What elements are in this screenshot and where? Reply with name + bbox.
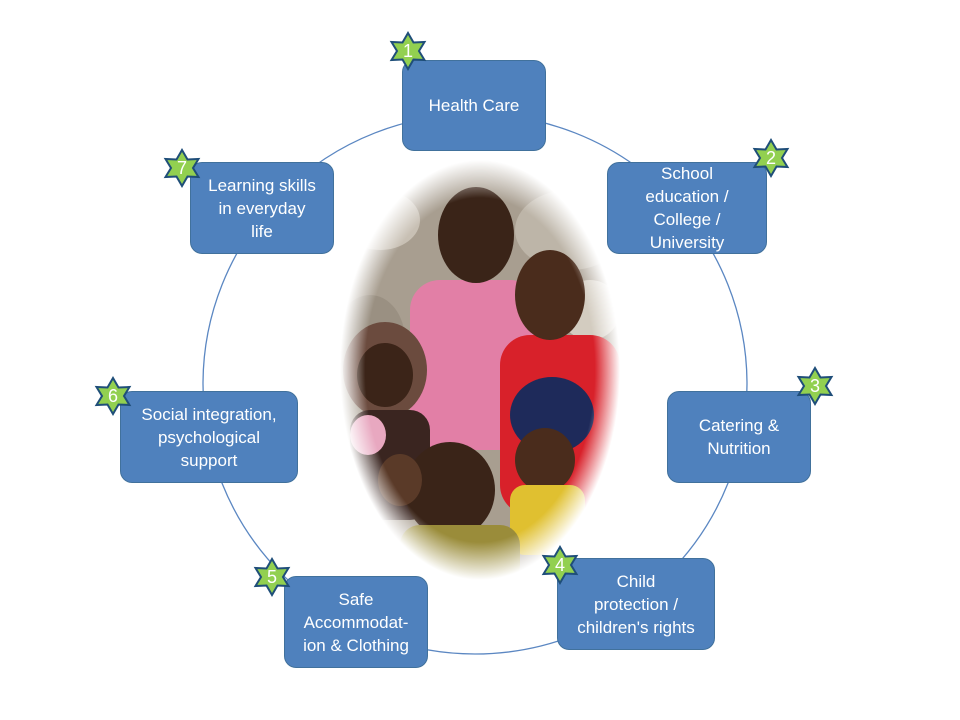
step-number-badge: 2 — [750, 137, 792, 179]
step-number: 5 — [266, 566, 277, 587]
step-node-social-integration: Social integration, psychological suppor… — [120, 391, 298, 483]
step-number-badge: 6 — [92, 375, 134, 417]
step-label: Catering & Nutrition — [698, 416, 780, 458]
step-label: Health Care — [428, 96, 520, 115]
step-label: Social integration, psychological suppor… — [141, 404, 277, 470]
step-number-badge: 7 — [161, 147, 203, 189]
star-icon — [796, 366, 834, 406]
step-label: Child protection / children's rights — [577, 571, 695, 637]
step-number: 4 — [554, 554, 565, 575]
step-node-safe-accommodation: Safe Accommodat- ion & Clothing — [284, 576, 428, 668]
step-number-badge: 4 — [539, 544, 581, 586]
step-label: Learning skills in everyday life — [208, 175, 316, 241]
step-number: 1 — [402, 40, 413, 61]
step-node-learning-skills: Learning skills in everyday life — [190, 162, 334, 254]
step-label: Safe Accommodat- ion & Clothing — [303, 589, 409, 655]
children-photo — [340, 160, 620, 580]
step-number: 3 — [809, 375, 820, 396]
step-number-badge: 3 — [794, 365, 836, 407]
step-number: 6 — [107, 385, 118, 406]
star-icon — [163, 148, 201, 188]
star-icon — [389, 31, 427, 71]
step-label: School education / College / University — [645, 164, 729, 252]
step-node-health-care: Health Care — [402, 60, 546, 151]
step-number: 7 — [176, 157, 187, 178]
step-number-badge: 5 — [251, 556, 293, 598]
star-icon — [541, 545, 579, 585]
step-node-child-protection: Child protection / children's rights — [557, 558, 715, 650]
step-number-badge: 1 — [387, 30, 429, 72]
star-icon — [752, 138, 790, 178]
step-node-school-education: School education / College / University — [607, 162, 767, 254]
step-node-catering-nutrition: Catering & Nutrition — [667, 391, 811, 483]
step-number: 2 — [765, 147, 776, 168]
star-icon — [253, 557, 291, 597]
star-icon — [94, 376, 132, 416]
